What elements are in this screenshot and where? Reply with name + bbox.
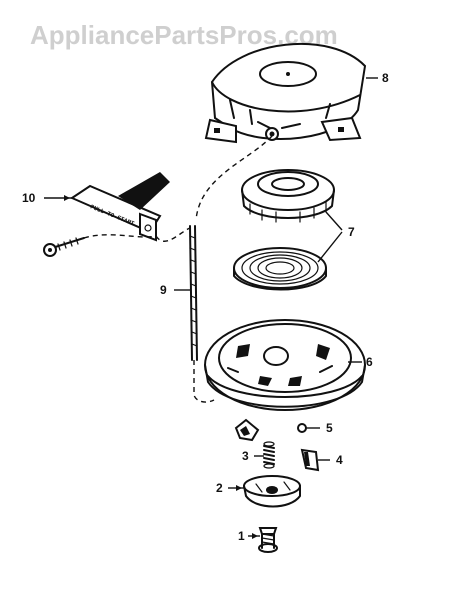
spring-cover-part-7 bbox=[241, 169, 335, 223]
pawl-assembly bbox=[234, 418, 320, 472]
screw-part-1 bbox=[258, 527, 278, 553]
callout-2: 2 bbox=[216, 481, 223, 495]
dashed-line-handle bbox=[155, 227, 191, 242]
dashed-line-rope bbox=[193, 360, 215, 403]
retainer-part-2 bbox=[243, 475, 301, 508]
callout-10: 10 bbox=[22, 191, 36, 205]
callout-4: 4 bbox=[336, 453, 343, 467]
callout-8: 8 bbox=[382, 71, 389, 85]
starter-housing-part-8 bbox=[204, 42, 367, 144]
callout-9: 9 bbox=[160, 283, 167, 297]
recoil-spring-part-7 bbox=[233, 247, 327, 291]
dashed-line-screw bbox=[83, 234, 157, 239]
starter-handle-part-10: PULL TO START bbox=[69, 172, 170, 242]
callout-5: 5 bbox=[326, 421, 333, 435]
callout-1: 1 bbox=[238, 529, 245, 543]
starter-rope-part-9 bbox=[189, 225, 198, 361]
leader-lines bbox=[44, 77, 378, 539]
callout-7: 7 bbox=[348, 225, 355, 239]
handle-screw bbox=[43, 237, 85, 257]
pulley-part-6 bbox=[204, 319, 366, 411]
dashed-line-housing bbox=[195, 135, 273, 221]
callout-6: 6 bbox=[366, 355, 373, 369]
callout-3: 3 bbox=[242, 449, 249, 463]
